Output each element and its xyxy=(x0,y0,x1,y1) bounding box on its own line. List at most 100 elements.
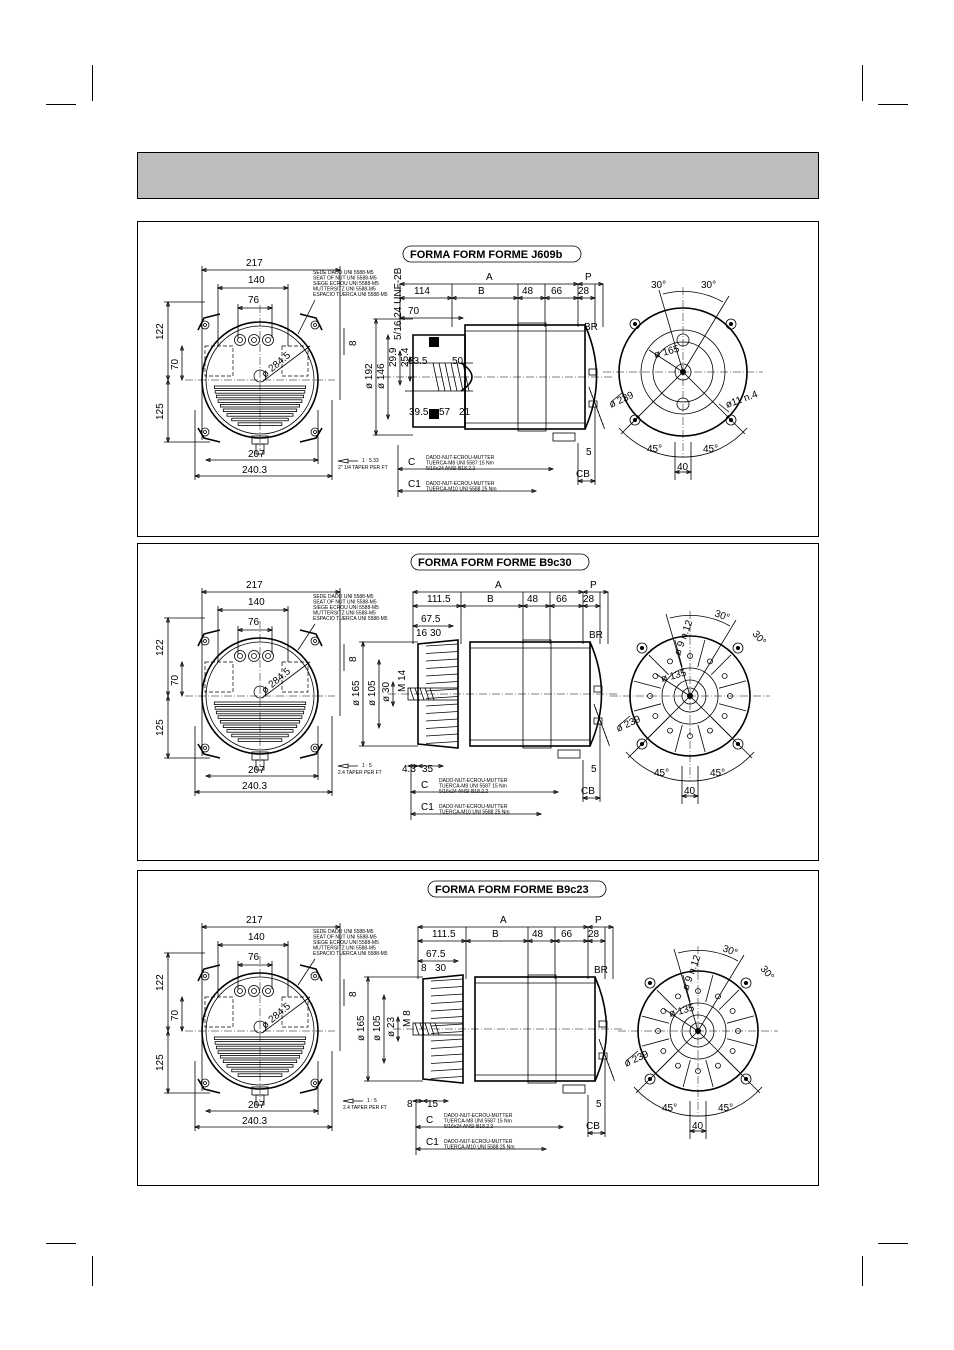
crop-mark xyxy=(46,1243,76,1244)
dimension-label: 140 xyxy=(248,275,265,286)
fan-fin xyxy=(430,1068,464,1072)
dimension-label: 29.9 xyxy=(388,347,399,367)
end-bolt-hole xyxy=(652,713,659,719)
arrowhead xyxy=(590,295,597,301)
arrowhead xyxy=(193,1124,200,1130)
dimension-label: 125 xyxy=(155,1054,166,1071)
bolt-hole-center xyxy=(203,323,207,327)
arrowhead xyxy=(360,640,366,647)
arrowhead xyxy=(397,349,403,356)
fan-fin xyxy=(425,688,459,692)
bolt-hole xyxy=(310,320,320,330)
dimension-label: 5 xyxy=(586,447,592,458)
dimension-label: 217 xyxy=(246,915,263,926)
arrowhead xyxy=(216,285,223,291)
drain-bolt xyxy=(255,1094,265,1106)
terminal-pin xyxy=(251,988,257,994)
dimension-label: 217 xyxy=(246,580,263,591)
dimension-label: 48 xyxy=(532,929,544,940)
arrowhead xyxy=(204,1108,211,1114)
fan-hub xyxy=(422,974,464,1084)
bolt-hole xyxy=(310,427,320,437)
dimension-label: 40 xyxy=(684,786,696,797)
end-bolt-boss xyxy=(629,414,641,426)
dimension-label: B xyxy=(492,929,499,940)
form-label-frame xyxy=(410,553,590,571)
arrowhead xyxy=(385,414,391,421)
end-rib xyxy=(674,639,683,668)
nut-note-line: DADO-NUT-ECROU-MUTTER xyxy=(444,1139,513,1145)
arrowhead xyxy=(313,773,320,779)
end-bolt-hole xyxy=(721,673,728,679)
arrowhead xyxy=(598,281,605,287)
arrowhead xyxy=(600,938,607,944)
bolt-hole xyxy=(310,743,320,753)
arrowhead xyxy=(416,938,423,944)
arrowhead xyxy=(335,924,342,930)
dimension-label: 217 xyxy=(246,258,263,269)
nut-note-line: SIEGE ECROU UNI 5588-M5 xyxy=(313,605,379,611)
dimension-label: 207 xyxy=(248,765,265,776)
arrowhead xyxy=(536,811,543,817)
dimension-label: P xyxy=(590,580,597,591)
fan-fin xyxy=(430,1031,464,1034)
arrowhead xyxy=(395,1036,401,1043)
bolt-hole-center xyxy=(203,1081,207,1085)
bolt-hole xyxy=(200,1078,210,1088)
dimension-label: M 14 xyxy=(397,669,408,692)
flange-corners xyxy=(197,964,323,1094)
terminal-box-hidden xyxy=(281,996,309,1028)
taper-ratio: 1 : 5 xyxy=(367,1098,377,1104)
arrowhead xyxy=(193,473,200,479)
arrowhead xyxy=(586,938,593,944)
dimension-label: C1 xyxy=(421,802,434,813)
end-bolt-boss xyxy=(636,642,648,654)
terminal-box-hidden xyxy=(281,661,309,693)
crop-mark xyxy=(878,1243,908,1244)
dimension-label: 114 xyxy=(414,286,430,297)
nut-note-line: TUERCA-M10 UNI 5588 25 Nm xyxy=(426,487,497,493)
bolt-hole xyxy=(310,636,320,646)
arrowhead xyxy=(523,938,530,944)
end-rib xyxy=(697,639,706,668)
arrowhead xyxy=(411,589,418,595)
angle-line xyxy=(682,371,746,435)
terminal-boss xyxy=(234,650,246,662)
arrowhead xyxy=(165,691,171,698)
nut-note-line: TUERCA-M8 UNI 5587 15 Nm xyxy=(439,784,507,790)
angle-line xyxy=(635,1030,699,1094)
vent-mark xyxy=(607,739,610,747)
arrowhead xyxy=(397,380,403,387)
drain-bolt xyxy=(255,443,265,455)
taper-symbol xyxy=(337,458,358,464)
arrowhead xyxy=(545,603,552,609)
arrowhead xyxy=(327,473,334,479)
bolt-hole-center xyxy=(313,974,317,978)
arrowhead xyxy=(573,295,580,301)
arrowhead xyxy=(459,603,466,609)
angle-arc xyxy=(669,615,731,627)
arrowhead xyxy=(267,962,274,968)
arrowhead xyxy=(578,589,585,595)
bolt-hole-center xyxy=(313,746,317,750)
arrowhead xyxy=(513,295,520,301)
dimension-label: 76 xyxy=(248,617,260,628)
bearing-cap xyxy=(593,717,603,725)
arrowhead xyxy=(576,281,583,287)
nut-note-line: 5/16x24 ANSI B18.2.2 xyxy=(444,1124,493,1130)
end-bolt-boss xyxy=(732,738,744,750)
dimension-label: C xyxy=(426,1115,433,1126)
arrowhead xyxy=(413,763,420,769)
angle-arc xyxy=(618,427,748,458)
dimension-label: ø 23 xyxy=(386,1017,397,1037)
end-rib xyxy=(656,989,678,1011)
terminal-pin xyxy=(251,337,257,343)
dimension-label: B xyxy=(478,286,485,297)
dimension-label: 48 xyxy=(522,286,534,297)
arrowhead xyxy=(390,680,396,687)
nut-note-line: ESPACIO TUERCA UNI 5588-M5 xyxy=(313,616,388,622)
arrowhead xyxy=(603,589,610,595)
